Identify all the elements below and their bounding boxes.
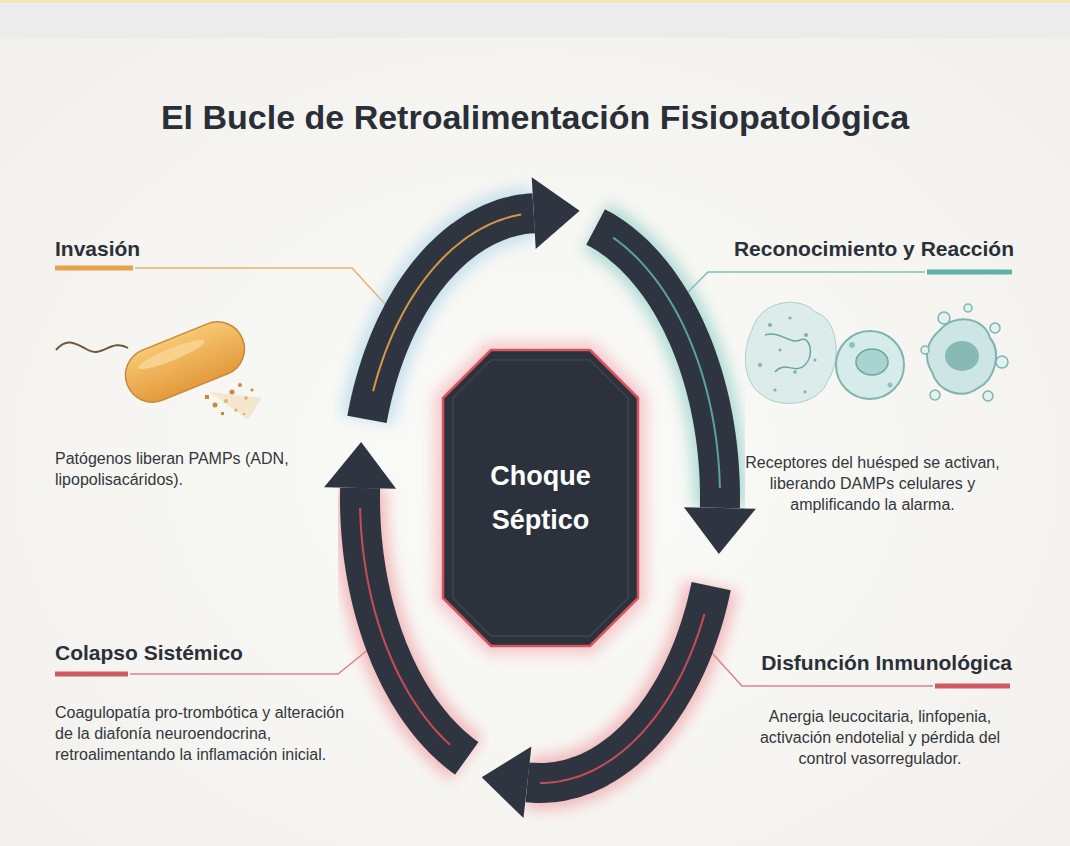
stage-block: InvasiónPatógenos liberan PAMPs (ADN, li…: [55, 236, 335, 490]
arrow-head: [532, 177, 580, 249]
stage-block: Colapso SistémicoCoagulopatía pro-trombó…: [55, 640, 345, 765]
octagon-fill: [443, 350, 638, 646]
stage-heading: Colapso Sistémico: [55, 640, 345, 666]
accent-bar: [927, 270, 1012, 275]
stage-description: Anergia leucocitaria, linfopenia, activa…: [748, 706, 1012, 769]
top-rule: [0, 0, 1070, 3]
octagon-glow: [443, 350, 638, 646]
accent-bar: [55, 672, 128, 677]
center-label: Choque Séptico: [443, 454, 638, 542]
leader-line: [135, 268, 398, 318]
arrow-head: [324, 442, 396, 489]
arrow-head: [684, 507, 756, 554]
octagon-shape: [443, 350, 638, 646]
stage-description: Coagulopatía pro-trombótica y alteración…: [55, 702, 345, 765]
octagon-inner-line: [453, 360, 628, 636]
stage-description: Patógenos liberan PAMPs (ADN, lipopolisa…: [55, 448, 335, 490]
diagram-title: El Bucle de Retroalimentación Fisiopatol…: [0, 98, 1070, 137]
stage-description: Receptores del huésped se activan, liber…: [731, 452, 1014, 515]
accent-bar: [55, 266, 133, 271]
accent-bar: [935, 684, 1010, 689]
top-band: [0, 0, 1070, 38]
stage-heading: Reconocimiento y Reacción: [731, 236, 1014, 262]
stage-block: Disfunción InmunológicaAnergia leucocita…: [748, 650, 1012, 769]
stage-heading: Disfunción Inmunológica: [748, 650, 1012, 676]
stage-heading: Invasión: [55, 236, 335, 262]
bacterium-illustration: [56, 314, 262, 420]
center-octagon: Choque Séptico: [443, 350, 638, 646]
arrow-head: [482, 747, 532, 819]
immune-cells-illustration: [745, 302, 1008, 403]
stage-block: Reconocimiento y ReacciónReceptores del …: [731, 236, 1014, 515]
